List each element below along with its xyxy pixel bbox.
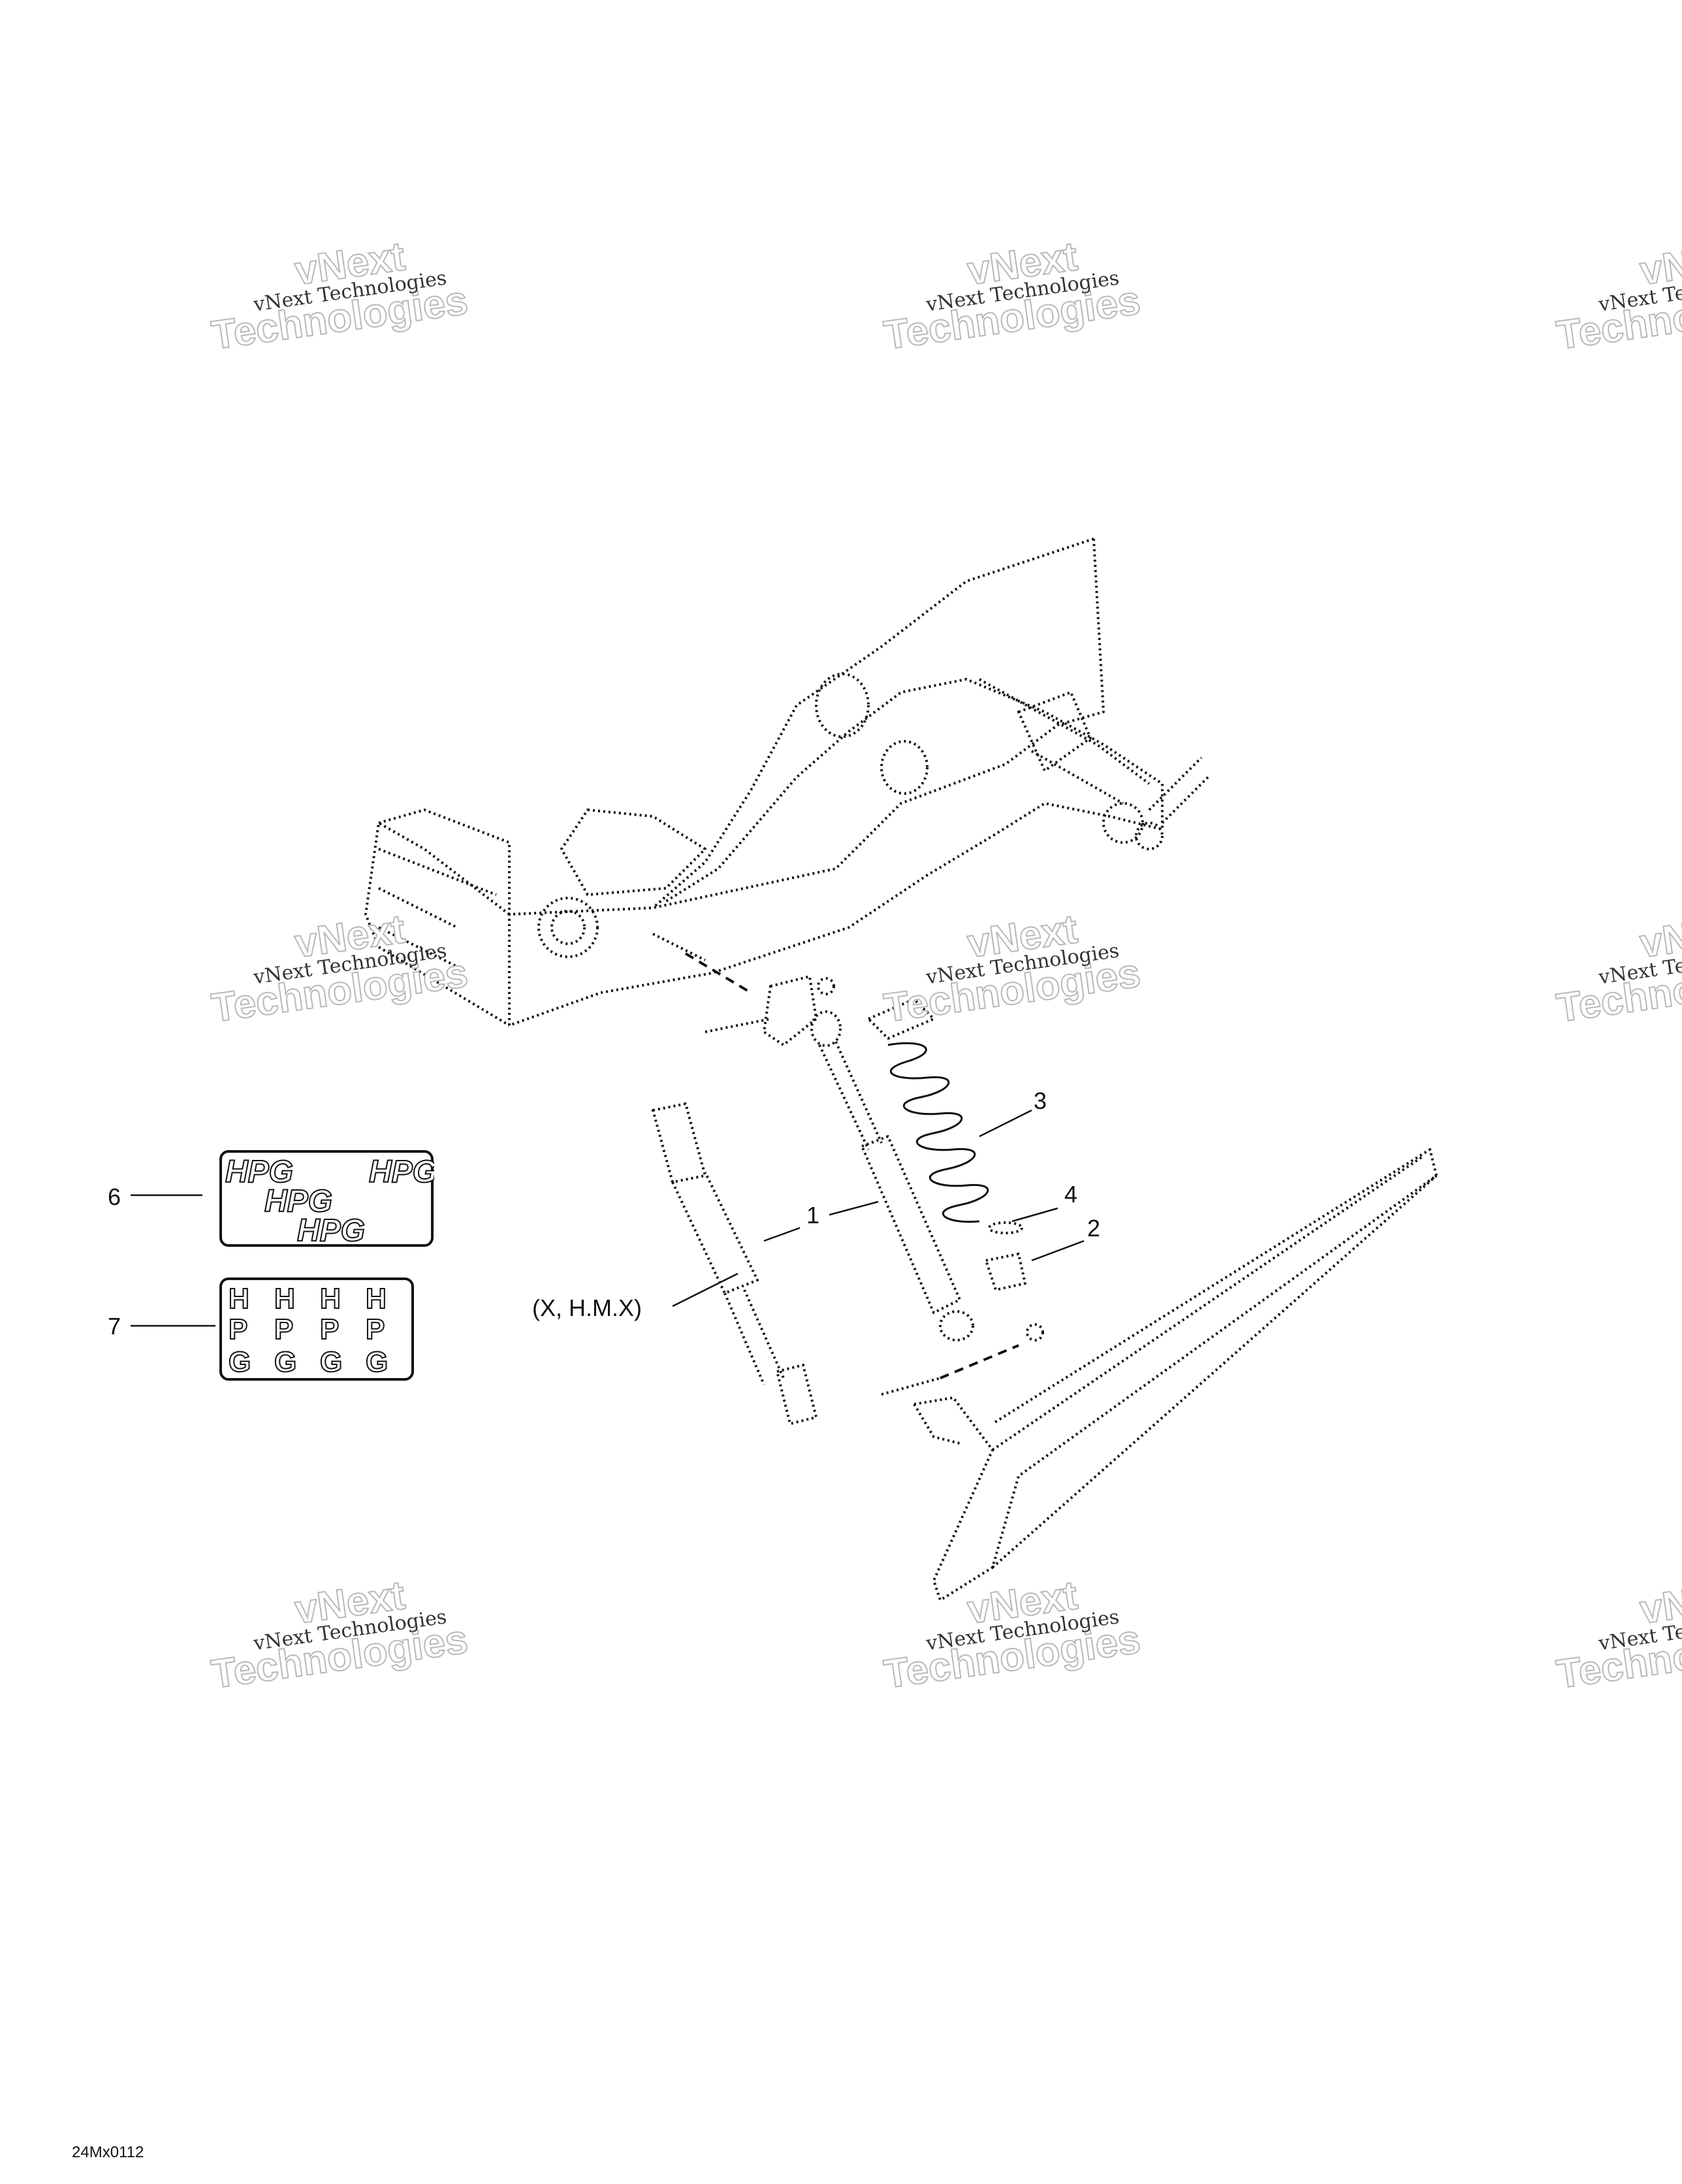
shock-absorber-left [652,1102,817,1425]
drawing-code: 24Mx0112 [72,2144,144,2161]
coil-spring [887,1042,989,1223]
callout-7: 7 [108,1313,121,1340]
decal6-row1b: HPG [369,1155,434,1189]
decal6-row1: HPG [225,1155,293,1189]
decal6-row2: HPG [264,1184,332,1219]
callout-3: 3 [1034,1087,1047,1114]
spring-lower-cup [985,1253,1026,1291]
shock-absorber-center [810,1010,974,1341]
decal-hpg-horizontal: HPG HPG HPG HPG [219,1150,434,1247]
decal-hpg-vertical: H H H H P P P P G G G G [219,1277,414,1381]
callout-6: 6 [108,1183,121,1210]
callout-1: 1 [806,1202,820,1228]
svg-text:H: H [320,1283,341,1315]
leader-4 [1011,1207,1058,1223]
leader-x [672,1272,738,1308]
spring-ring [988,1221,1023,1234]
model-note: (X, H.M.X) [532,1294,642,1321]
callout-4: 4 [1064,1181,1078,1208]
leader-2 [1031,1240,1085,1262]
svg-text:H: H [274,1283,295,1315]
decal6-row3: HPG [297,1213,365,1247]
spring-upper-cup [867,998,935,1040]
svg-text:G: G [274,1346,296,1378]
svg-text:H: H [366,1283,387,1315]
leader-1 [763,1227,801,1242]
svg-text:P: P [320,1313,339,1345]
swing-arm [913,1148,1438,1601]
svg-text:G: G [320,1346,342,1378]
svg-text:H: H [229,1283,249,1315]
chassis-frame [364,538,1209,1027]
alignment-line [684,952,752,994]
svg-text:P: P [229,1313,247,1345]
svg-text:G: G [229,1346,251,1378]
svg-text:P: P [274,1313,293,1345]
leader-3 [979,1109,1032,1138]
callout-2: 2 [1087,1215,1101,1242]
leader-1b [829,1200,879,1216]
lower-nut [1026,1323,1044,1341]
svg-text:P: P [366,1313,385,1345]
lower-bolt [881,1377,941,1396]
svg-text:G: G [366,1346,388,1378]
upper-bracket [705,975,835,1046]
